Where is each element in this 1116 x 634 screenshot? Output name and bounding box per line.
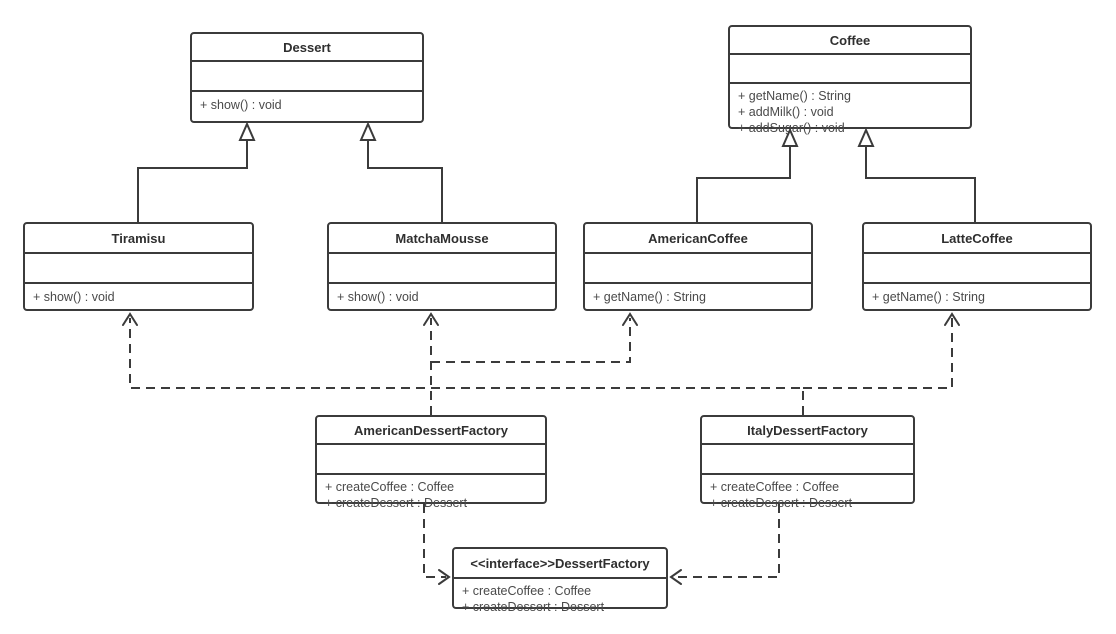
method-label: + createDessert : Dessert (325, 496, 468, 510)
class-name: Dessert (192, 34, 422, 62)
generalization-americancoffee-to-coffee (696, 127, 799, 222)
method-label: + createDessert : Dessert (462, 600, 605, 614)
class-methods-section: + getName() : String (585, 284, 811, 305)
method-label: + addSugar() : void (738, 121, 845, 135)
class-name: Coffee (730, 27, 970, 55)
class-methods-section: + show() : void (329, 284, 555, 305)
open-arrowhead-icon (944, 312, 960, 326)
realization-italyfactory-to-dessertfactory (669, 504, 780, 585)
class-attributes-section (25, 254, 252, 284)
class-box-dessertfactory-interface: <<interface>>DessertFactory + createCoff… (452, 547, 668, 614)
class-name: Tiramisu (25, 224, 252, 254)
class-attributes-section (702, 445, 913, 475)
class-attributes-section (864, 254, 1090, 284)
class-name: MatchaMousse (329, 224, 555, 254)
open-arrowhead-icon (122, 312, 138, 326)
open-arrowhead-icon (669, 569, 682, 585)
open-arrowhead-icon (622, 312, 638, 326)
generalization-lattecoffee-to-coffee (857, 127, 976, 222)
class-attributes-section (329, 254, 555, 284)
dependency-americanfactory-to-americancoffee (431, 312, 638, 363)
generalization-matchamousse-to-dessert (359, 121, 443, 222)
generalization-tiramisu-to-dessert (137, 121, 256, 222)
dependency-italyfactory-to-lattecoffee (803, 312, 960, 389)
method-label: + getName() : String (593, 290, 706, 304)
class-attributes-section (585, 254, 811, 284)
method-label: + createCoffee : Coffee (710, 480, 840, 494)
method-label: + createCoffee : Coffee (462, 584, 592, 598)
realization-americanfactory-to-dessertfactory (423, 504, 451, 585)
class-name: <<interface>>DessertFactory (454, 549, 666, 579)
method-label: + show() : void (200, 98, 282, 112)
hollow-triangle-arrowhead-icon (238, 121, 256, 141)
method-label: + createDessert : Dessert (710, 496, 853, 510)
class-box-lattecoffee: LatteCoffee + getName() : String (862, 222, 1092, 311)
class-name: AmericanDessertFactory (317, 417, 545, 445)
class-methods-section: + getName() : String (864, 284, 1090, 305)
class-box-italydessertfactory: ItalyDessertFactory + createCoffee : Cof… (700, 415, 915, 510)
class-methods-section: + createCoffee : Coffee + createDessert … (454, 579, 666, 615)
class-box-americandessertfactory: AmericanDessertFactory + createCoffee : … (315, 415, 547, 510)
class-methods-section: + createCoffee : Coffee + createDessert … (702, 475, 913, 511)
class-name: LatteCoffee (864, 224, 1090, 254)
class-box-coffee: Coffee + getName() : String + addMilk() … (728, 25, 972, 135)
method-label: + getName() : String (738, 89, 851, 103)
open-arrowhead-icon (438, 569, 451, 585)
dependency-americanfactory-to-matchamousse (423, 312, 439, 415)
class-methods-section: + createCoffee : Coffee + createDessert … (317, 475, 545, 511)
method-label: + createCoffee : Coffee (325, 480, 455, 494)
class-box-dessert: Dessert + show() : void (190, 32, 424, 123)
class-attributes-section (192, 62, 422, 92)
method-label: + show() : void (337, 290, 419, 304)
class-box-americancoffee: AmericanCoffee + getName() : String (583, 222, 813, 311)
class-methods-section: + show() : void (25, 284, 252, 305)
method-label: + addMilk() : void (738, 105, 834, 119)
class-box-tiramisu: Tiramisu + show() : void (23, 222, 254, 311)
open-arrowhead-icon (423, 312, 439, 326)
class-name: ItalyDessertFactory (702, 417, 913, 445)
hollow-triangle-arrowhead-icon (359, 121, 377, 141)
class-name: AmericanCoffee (585, 224, 811, 254)
class-attributes-section (317, 445, 545, 475)
method-label: + getName() : String (872, 290, 985, 304)
class-attributes-section (730, 55, 970, 84)
class-methods-section: + show() : void (192, 92, 422, 113)
class-box-matchamousse: MatchaMousse + show() : void (327, 222, 557, 311)
class-methods-section: + getName() : String + addMilk() : void … (730, 84, 970, 136)
dependency-italyfactory-to-tiramisu (122, 312, 804, 415)
method-label: + show() : void (33, 290, 115, 304)
